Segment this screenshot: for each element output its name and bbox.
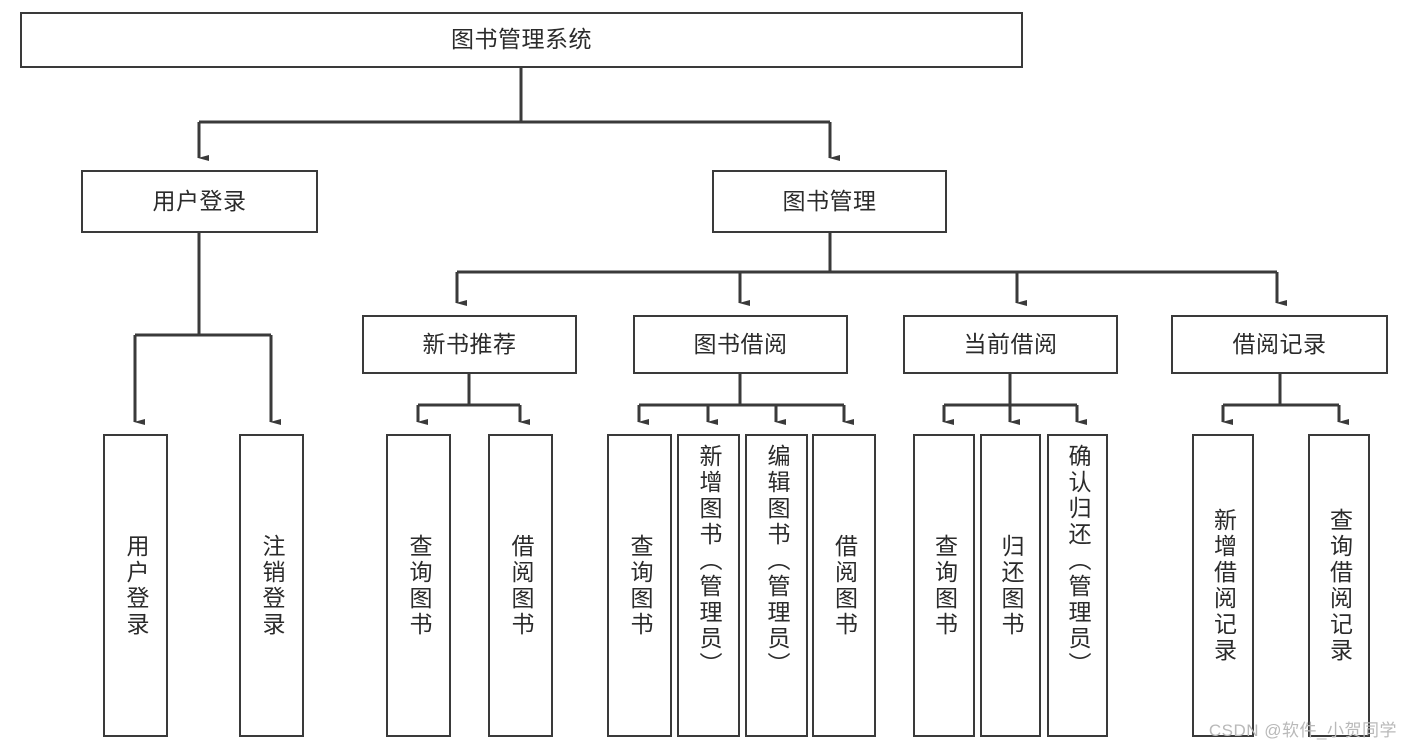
node-leaf-query-book-1[interactable]: 查询图书 <box>386 434 451 737</box>
node-current-borrow[interactable]: 当前借阅 <box>903 315 1118 374</box>
node-borrow-record[interactable]: 借阅记录 <box>1171 315 1388 374</box>
node-leaf-query-record[interactable]: 查询借阅记录 <box>1308 434 1370 737</box>
node-new-book-recommend[interactable]: 新书推荐 <box>362 315 577 374</box>
node-leaf-edit-book-label: 编辑图书（管理员） <box>764 444 790 678</box>
node-leaf-return-book[interactable]: 归还图书 <box>980 434 1041 737</box>
node-leaf-query-book-3[interactable]: 查询图书 <box>913 434 975 737</box>
node-leaf-borrow-book-2[interactable]: 借阅图书 <box>812 434 876 737</box>
node-user-login[interactable]: 用户登录 <box>81 170 318 233</box>
node-leaf-return-book-label: 归还图书 <box>998 533 1024 638</box>
node-leaf-confirm-return[interactable]: 确认归还（管理员） <box>1047 434 1108 737</box>
node-leaf-logout-login[interactable]: 注销登录 <box>239 434 304 737</box>
node-borrow-record-label: 借阅记录 <box>1232 330 1327 357</box>
node-book-borrow-label: 图书借阅 <box>693 330 788 357</box>
node-book-manage-label: 图书管理 <box>782 187 877 214</box>
node-leaf-add-book[interactable]: 新增图书（管理员） <box>677 434 740 737</box>
node-leaf-add-record[interactable]: 新增借阅记录 <box>1192 434 1254 737</box>
node-leaf-query-record-label: 查询借阅记录 <box>1326 507 1353 664</box>
node-root[interactable]: 图书管理系统 <box>20 12 1023 68</box>
csdn-watermark: CSDN @软件_小贺同学 <box>1208 721 1397 740</box>
node-book-manage[interactable]: 图书管理 <box>712 170 947 233</box>
node-leaf-edit-book[interactable]: 编辑图书（管理员） <box>745 434 808 737</box>
node-leaf-query-book-2[interactable]: 查询图书 <box>607 434 672 737</box>
node-leaf-borrow-book-2-label: 借阅图书 <box>831 533 858 638</box>
node-leaf-query-book-1-label: 查询图书 <box>406 533 432 638</box>
node-leaf-user-login-label: 用户登录 <box>123 533 149 638</box>
node-leaf-borrow-book-1[interactable]: 借阅图书 <box>488 434 553 737</box>
node-root-label: 图书管理系统 <box>451 26 592 53</box>
node-leaf-add-book-label: 新增图书（管理员） <box>696 444 722 678</box>
node-leaf-logout-login-label: 注销登录 <box>259 533 285 638</box>
node-leaf-user-login[interactable]: 用户登录 <box>103 434 168 737</box>
node-leaf-query-book-3-label: 查询图书 <box>931 533 958 638</box>
node-leaf-add-record-label: 新增借阅记录 <box>1210 507 1237 664</box>
node-new-book-recommend-label: 新书推荐 <box>422 330 517 357</box>
node-current-borrow-label: 当前借阅 <box>963 330 1058 357</box>
node-leaf-confirm-return-label: 确认归还（管理员） <box>1065 444 1091 678</box>
node-user-login-label: 用户登录 <box>152 187 247 214</box>
node-leaf-query-book-2-label: 查询图书 <box>627 533 653 638</box>
node-book-borrow[interactable]: 图书借阅 <box>633 315 848 374</box>
node-leaf-borrow-book-1-label: 借阅图书 <box>508 533 534 638</box>
